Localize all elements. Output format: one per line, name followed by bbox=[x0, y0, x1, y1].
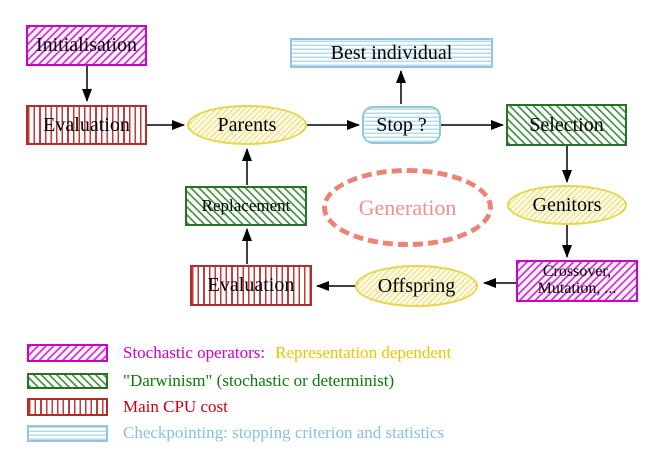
node-genitors: Genitors bbox=[507, 185, 627, 225]
node-selection: Selection bbox=[506, 104, 627, 146]
legend-swatch-red bbox=[27, 398, 108, 416]
legend-text-representation: Representation dependent bbox=[275, 343, 452, 362]
legend-text-stochastic-main: Stochastic operators: bbox=[123, 343, 266, 362]
legend-swatch-magenta bbox=[27, 344, 108, 362]
legend-row-stochastic: Stochastic operators: Representation depe… bbox=[27, 343, 451, 363]
node-crossover-mutation: Crossover, Mutation, ... bbox=[516, 260, 638, 302]
node-best-individual: Best individual bbox=[290, 38, 493, 68]
crossover-label-line2: Mutation, ... bbox=[537, 280, 617, 297]
node-evaluation-bottom: Evaluation bbox=[190, 265, 312, 306]
legend-swatch-green bbox=[27, 373, 108, 389]
node-stop: Stop ? bbox=[362, 106, 441, 144]
legend-swatch-cyan bbox=[27, 424, 108, 442]
node-evaluation-top: Evaluation bbox=[26, 105, 147, 145]
legend-text-checkpointing: Checkpointing: stopping criterion and st… bbox=[123, 423, 445, 442]
node-replacement: Replacement bbox=[185, 186, 307, 226]
generation-cycle-ellipse: Generation bbox=[322, 168, 493, 247]
legend-row-checkpointing: Checkpointing: stopping criterion and st… bbox=[27, 423, 444, 443]
legend-text-cpu-cost: Main CPU cost bbox=[123, 397, 228, 416]
generation-label: Generation bbox=[358, 194, 457, 220]
legend-row-darwinism: "Darwinism" (stochastic or determinist) bbox=[27, 371, 394, 391]
legend-row-cpu-cost: Main CPU cost bbox=[27, 397, 228, 417]
legend-text-stochastic: Stochastic operators: Representation depe… bbox=[123, 343, 451, 363]
node-initialisation: Initialisation bbox=[26, 25, 147, 66]
node-parents: Parents bbox=[187, 105, 307, 145]
node-offspring: Offspring bbox=[355, 265, 478, 307]
legend-text-darwinism: "Darwinism" (stochastic or determinist) bbox=[123, 371, 395, 390]
crossover-label-line1: Crossover, bbox=[542, 263, 612, 281]
